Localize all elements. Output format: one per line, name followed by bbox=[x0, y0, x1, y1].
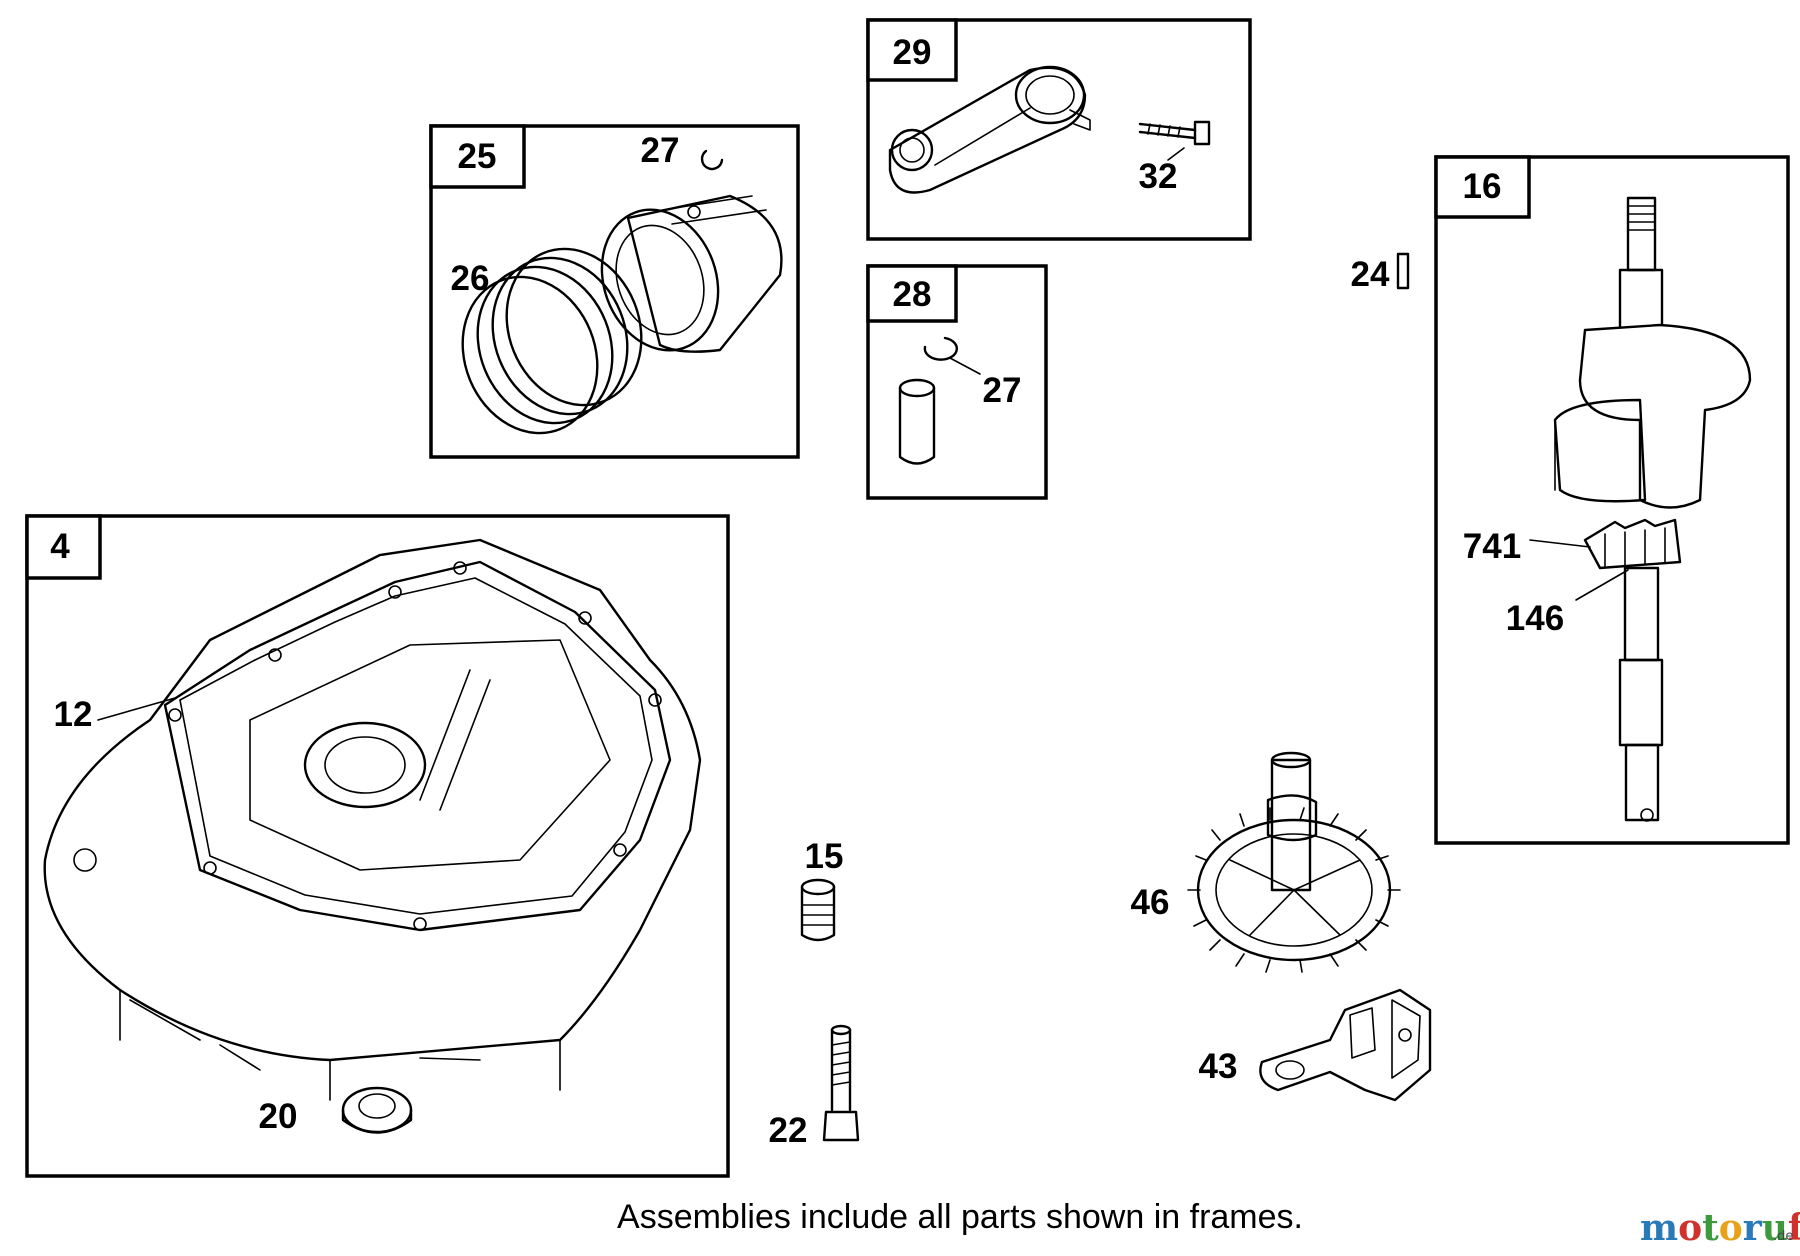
frame-label-16: 16 bbox=[1463, 167, 1502, 206]
callout-46: 46 bbox=[1131, 883, 1170, 922]
key-icon bbox=[1396, 252, 1410, 290]
oil-plug-15: 15 bbox=[800, 837, 844, 942]
frame-28: 28 27 bbox=[866, 264, 1048, 500]
frame-label-25: 25 bbox=[458, 137, 497, 176]
camshaft-46: 46 bbox=[1131, 751, 1401, 973]
frame-29: 29 32 bbox=[866, 18, 1252, 241]
watermark-logo: motoruf .de bbox=[1640, 1207, 1800, 1249]
circlip-icon bbox=[700, 149, 724, 171]
frame-label-4: 4 bbox=[50, 527, 70, 566]
frame-label-28: 28 bbox=[893, 275, 932, 314]
callout-32: 32 bbox=[1139, 157, 1178, 196]
bolt-22: 22 bbox=[769, 1024, 860, 1150]
piston-rings-illustration bbox=[461, 247, 643, 435]
connecting-rod-illustration bbox=[888, 65, 1091, 194]
frame-4: 4 12 bbox=[25, 514, 730, 1178]
callout-26: 26 bbox=[451, 259, 490, 298]
footnote: Assemblies include all parts shown in fr… bbox=[617, 1198, 1303, 1236]
callout-15: 15 bbox=[805, 837, 844, 876]
bolt-icon bbox=[1138, 120, 1211, 146]
key-24: 24 bbox=[1351, 252, 1410, 294]
bolt-icon bbox=[822, 1024, 860, 1142]
governor-43: 43 bbox=[1199, 988, 1432, 1102]
governor-bracket-icon bbox=[1259, 988, 1432, 1102]
frame-16: 16 741 146 bbox=[1434, 155, 1790, 845]
callout-146: 146 bbox=[1506, 599, 1564, 638]
callout-22: 22 bbox=[769, 1111, 808, 1150]
circlip-icon bbox=[923, 336, 958, 361]
crankshaft-illustration bbox=[1553, 196, 1752, 822]
oil-seal-icon bbox=[341, 1086, 413, 1134]
wrist-pin-illustration bbox=[898, 378, 936, 465]
frame-25: 25 27 26 bbox=[429, 124, 800, 459]
callout-741: 741 bbox=[1463, 527, 1521, 566]
svg-text:motoruf: motoruf bbox=[1640, 1207, 1800, 1249]
callout-12: 12 bbox=[54, 695, 93, 734]
plug-icon bbox=[800, 878, 836, 942]
piston-illustration bbox=[600, 194, 783, 353]
callout-27: 27 bbox=[983, 371, 1022, 410]
frame-label-29: 29 bbox=[893, 33, 932, 72]
crankcase-sump-illustration bbox=[43, 538, 702, 1101]
callout-43: 43 bbox=[1199, 1047, 1238, 1086]
callout-27: 27 bbox=[641, 131, 680, 170]
callout-24: 24 bbox=[1351, 255, 1390, 294]
cam-gear-icon bbox=[1187, 751, 1401, 973]
svg-text:.de: .de bbox=[1773, 1229, 1793, 1244]
callout-20: 20 bbox=[259, 1097, 298, 1136]
